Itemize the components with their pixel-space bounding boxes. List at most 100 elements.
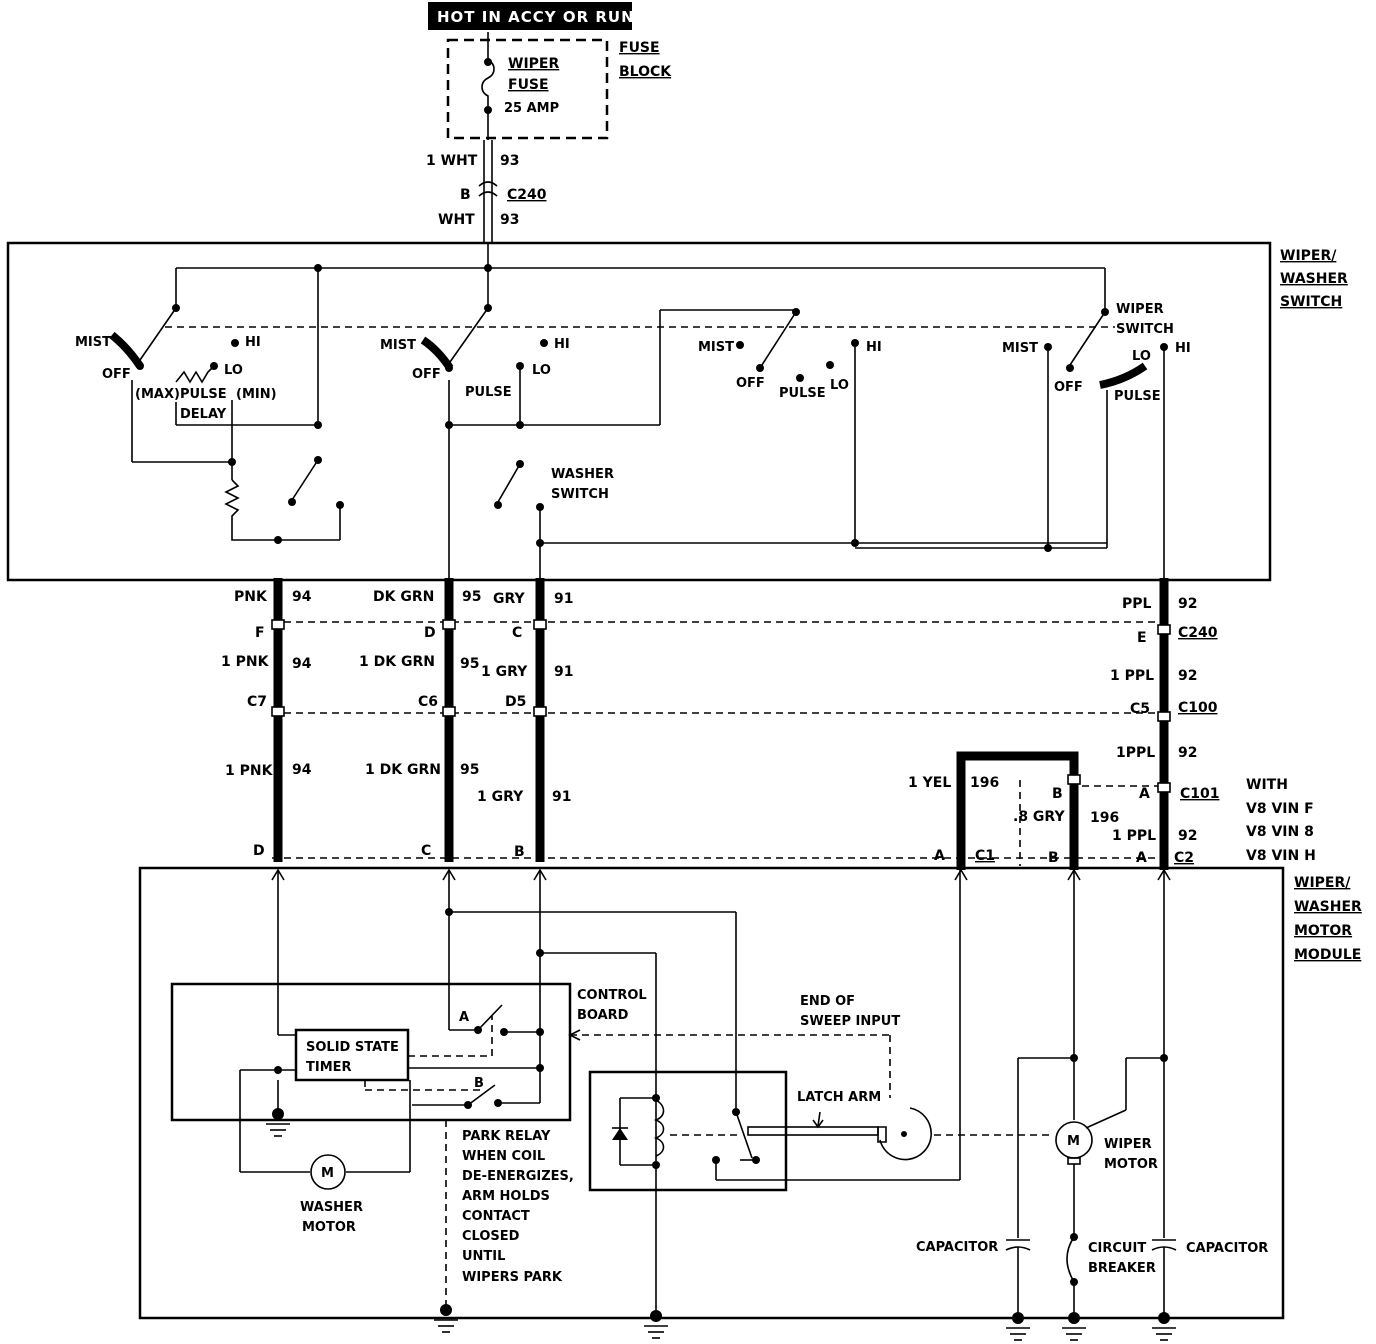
switch-title-2: WASHER [1280, 271, 1348, 287]
end-sweep-label-2: SWEEP INPUT [800, 1014, 900, 1029]
gry-wire-3: 1 GRY [477, 789, 524, 805]
ppl-circuit-3: 92 [1178, 745, 1197, 761]
power-label: HOT IN ACCY OR RUN [437, 8, 635, 26]
s4-off: OFF [1054, 380, 1083, 395]
park-note-8: WIPERS PARK [462, 1270, 563, 1285]
feed-wire-circuit: 93 [500, 153, 519, 169]
ppl-wire-2: 1 PPL [1110, 668, 1154, 684]
ppl-circuit-4: 92 [1178, 828, 1197, 844]
feed-connector-pin: B [460, 187, 471, 203]
relay-b-label: B [474, 1076, 484, 1091]
feed-wire-label-2: WHT [438, 212, 475, 228]
pnk-circuit-2: 94 [292, 656, 312, 672]
grn-wire-1: DK GRN [373, 589, 434, 605]
control-board-label: CONTROL [577, 988, 647, 1003]
fuse-block-outline [446, 38, 609, 140]
washer-motor-icon [310, 1154, 346, 1190]
ground-icon [644, 1310, 668, 1339]
s1-min: (MIN) [236, 387, 277, 402]
grn-pin-b: C6 [418, 694, 438, 710]
wiper-motor-label-2: MOTOR [1104, 1157, 1158, 1172]
wiper-motor-symbol: M [1067, 1134, 1080, 1149]
fuse-name-2: FUSE [508, 77, 549, 93]
gry-circuit-2: 91 [554, 664, 573, 680]
s4-lo: LO [1132, 349, 1151, 364]
pnk-wire-2: 1 PNK [221, 654, 270, 670]
switch-title-3: SWITCH [1280, 294, 1342, 310]
latch-arm-label: LATCH ARM [797, 1090, 881, 1105]
s3-pulse: PULSE [779, 386, 826, 401]
s2-hi: HI [554, 337, 570, 352]
ppl-circuit-1: 92 [1178, 596, 1197, 612]
gry-wire-1: GRY [493, 591, 526, 607]
grn-circuit-3: 95 [460, 762, 479, 778]
fuse-rating: 25 AMP [504, 101, 559, 116]
ppl-pin-a: E [1137, 630, 1147, 646]
yel-conn: C1 [975, 848, 995, 864]
s4-hi: HI [1175, 341, 1191, 356]
module-title-2: WASHER [1294, 899, 1362, 915]
ppl-conn-a: C240 [1178, 625, 1218, 641]
ppl-conn-d: C2 [1174, 850, 1194, 866]
ppl-wire-1: PPL [1122, 596, 1152, 612]
with-note: WITH [1246, 777, 1288, 793]
park-note-2: WHEN COIL [462, 1149, 545, 1164]
park-note-1: PARK RELAY [462, 1129, 551, 1144]
gry-pin-a: C [512, 625, 522, 641]
gry8-circuit: 196 [1090, 810, 1119, 826]
park-note-5: CONTACT [462, 1209, 530, 1224]
pnk-wire-1: PNK [234, 589, 268, 605]
ppl-circuit-2: 92 [1178, 668, 1197, 684]
ground-icon [1152, 1312, 1176, 1341]
with-note-2: V8 VIN F [1246, 801, 1314, 817]
end-sweep-label: END OF [800, 994, 855, 1009]
washer-switch-label: WASHER [551, 467, 614, 482]
feed-connector: C240 [507, 187, 547, 203]
s4-mist: MIST [1002, 341, 1038, 356]
s3-off: OFF [736, 376, 765, 391]
s1-mist: MIST [75, 335, 111, 350]
s3-lo: LO [830, 378, 849, 393]
grn-circuit-2: 95 [460, 656, 479, 672]
yel-pin: A [934, 848, 945, 864]
entry-arrows [271, 868, 1171, 881]
pnk-pin-b: C7 [247, 694, 267, 710]
gry8-pin-b: B [1048, 850, 1059, 866]
washer-motor-symbol: M [321, 1166, 334, 1181]
gry-circuit-3: 91 [552, 789, 571, 805]
s4-pulse: PULSE [1114, 389, 1161, 404]
power-label-bg [428, 2, 632, 30]
timer-label: SOLID STATE [306, 1040, 399, 1055]
grn-wire-2: 1 DK GRN [359, 654, 435, 670]
timer-label-2: TIMER [306, 1060, 352, 1075]
fuse-block-title: FUSE [619, 40, 660, 56]
solid-state-timer [294, 1028, 410, 1082]
pnk-pin-a: F [255, 625, 265, 641]
module-title-4: MODULE [1294, 947, 1361, 963]
control-board-label-2: BOARD [577, 1008, 629, 1023]
s1-delay: DELAY [180, 407, 227, 422]
feed-wire-label: 1 WHT [426, 153, 478, 169]
fuse-name: WIPER [508, 56, 559, 72]
module-title-3: MOTOR [1294, 923, 1352, 939]
washer-motor-label: WASHER [300, 1200, 363, 1215]
s1-lo: LO [224, 363, 243, 378]
feed-wire-circuit-2: 93 [500, 212, 519, 228]
s2-lo: LO [532, 363, 551, 378]
circuit-breaker-label: CIRCUIT [1088, 1241, 1146, 1256]
gry-pin-c: B [514, 844, 525, 860]
grn-wire-3: 1 DK GRN [365, 762, 441, 778]
gry8-wire: .8 GRY [1013, 809, 1065, 825]
pnk-pin-c: D [253, 843, 265, 859]
s2-off: OFF [412, 367, 441, 382]
ppl-pin-b: C5 [1130, 701, 1150, 717]
yel-wire: 1 YEL [908, 775, 951, 791]
washer-motor-label-2: MOTOR [302, 1220, 356, 1235]
s4-wiper-switch: WIPER [1116, 302, 1164, 317]
park-note-6: CLOSED [462, 1229, 520, 1244]
ppl-conn-b: C100 [1178, 700, 1218, 716]
pnk-wire-3: 1 PNK [225, 763, 274, 779]
capacitor-left-label: CAPACITOR [916, 1240, 998, 1255]
switch-box [6, 241, 1272, 582]
ppl-pin-d: A [1136, 850, 1147, 866]
